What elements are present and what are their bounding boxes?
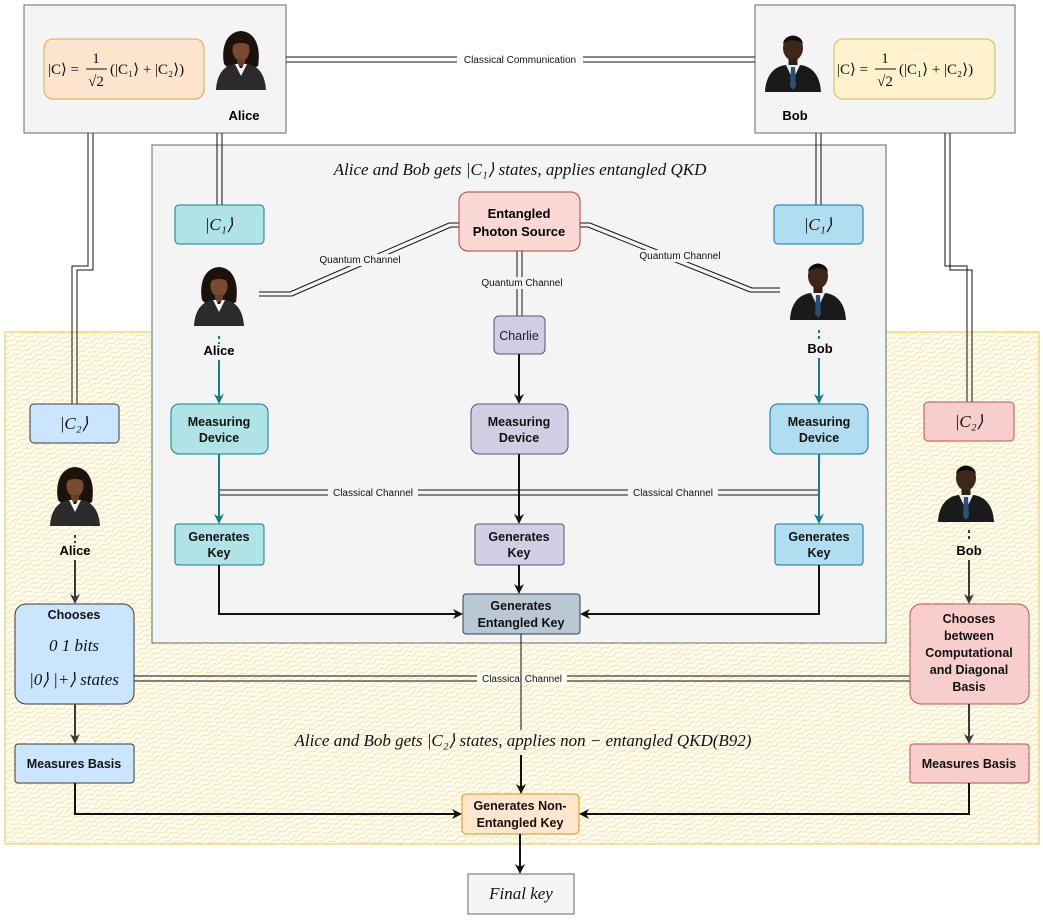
bob-formula-box: |C⟩ = 1 √2 (|C₁⟩ + |C₂⟩) (833, 38, 996, 100)
bob-chooses-line5: Basis (952, 680, 985, 694)
classical-channel-label-lower: Classical Channel (482, 674, 562, 685)
source-line2: Photon Source (473, 224, 565, 239)
charlie-measuring-line2: Device (499, 431, 539, 445)
bob-chooses-line4: and Diagonal (930, 663, 1008, 677)
bob-formula-numerator: 1 (881, 51, 889, 67)
bob-c2-box (923, 401, 1015, 442)
arrows (70, 330, 974, 874)
alice-formula-numerator: 1 (92, 51, 100, 67)
classical-channel-label-left: Classical Channel (333, 488, 413, 499)
nonentangled-region-title: Alice and Bob gets |C₂⟩ states, applies … (294, 731, 752, 750)
bob-measures-basis-label: Measures Basis (922, 757, 1017, 771)
bob-formula-denominator: √2 (877, 74, 893, 90)
bob-chooses-line3: Computational (925, 646, 1013, 660)
alice-formula-box: |C⟩ = 1 √2 (|C₁⟩ + |C₂⟩) (43, 38, 205, 100)
bob-gen-line2: Key (808, 546, 831, 560)
entangled-photon-source (458, 191, 581, 252)
charlie-gen-line1: Generates (488, 530, 549, 544)
alice-nonentangled-label: Alice (59, 543, 90, 558)
bob-c1-box (773, 204, 864, 245)
bob-chooses-line2: between (944, 629, 994, 643)
alice-c2-label: |C₂⟩ (60, 414, 89, 433)
bob-formula-prefix: |C⟩ = (837, 62, 868, 78)
alice-measures-basis-label: Measures Basis (27, 757, 122, 771)
charlie-measuring-line1: Measuring (488, 415, 551, 429)
nonent-key-line2: Entangled Key (477, 816, 564, 830)
quantum-channel-label-center: Quantum Channel (481, 278, 562, 289)
classical-channel-label-right: Classical Channel (633, 488, 713, 499)
bob-measuring-line1: Measuring (788, 415, 851, 429)
alice-chooses-bits: 0 1 bits (49, 636, 99, 655)
final-key-label: Final key (488, 884, 553, 903)
entangled-region-title: Alice and Bob gets |C₁⟩ states, applies … (333, 160, 707, 179)
ent-key-line2: Entangled Key (478, 616, 565, 630)
alice-c1-label: |C₁⟩ (205, 215, 234, 234)
alice-entangled-label: Alice (203, 343, 234, 358)
alice-formula-denominator: √2 (88, 74, 104, 90)
bob-measuring-device (769, 403, 869, 455)
quantum-channel-label-left: Quantum Channel (319, 255, 400, 266)
alice-chooses-states: |0⟩ |+⟩ states (29, 670, 119, 689)
quantum-channel-label-right: Quantum Channel (639, 251, 720, 262)
bob-c1-label: |C₁⟩ (804, 215, 833, 234)
bob-formula-sum: (|C₁⟩ + |C₂⟩) (899, 62, 973, 78)
alice-chooses-title: Chooses (48, 608, 101, 622)
alice-measuring-line1: Measuring (188, 415, 251, 429)
alice-top-label: Alice (228, 108, 259, 123)
final-key-box (467, 873, 575, 915)
classical-communication-label: Classical Communication (464, 55, 576, 66)
source-line1: Entangled (488, 206, 551, 221)
alice-measuring-line2: Device (199, 431, 239, 445)
alice-measuring-device (170, 403, 269, 455)
alice-c2-box (29, 403, 120, 444)
nonent-key-line1: Generates Non- (473, 799, 566, 813)
bob-c2-label: |C₂⟩ (955, 412, 984, 431)
alice-gen-line1: Generates (188, 530, 249, 544)
bob-nonentangled-label: Bob (956, 543, 981, 558)
alice-formula-sum: (|C₁⟩ + |C₂⟩) (110, 62, 184, 78)
alice-gen-line2: Key (208, 546, 231, 560)
bob-measuring-line2: Device (799, 431, 839, 445)
ent-key-line1: Generates (490, 599, 551, 613)
alice-formula-prefix: |C⟩ = (48, 62, 79, 78)
charlie-measuring-device (470, 403, 569, 455)
bob-gen-line1: Generates (788, 530, 849, 544)
bob-entangled-label: Bob (807, 341, 832, 356)
charlie-label: Charlie (499, 329, 539, 343)
bob-chooses-line1: Chooses (943, 612, 996, 626)
alice-c1-box (174, 204, 265, 245)
bob-top-label: Bob (782, 108, 807, 123)
charlie-gen-line2: Key (508, 546, 531, 560)
